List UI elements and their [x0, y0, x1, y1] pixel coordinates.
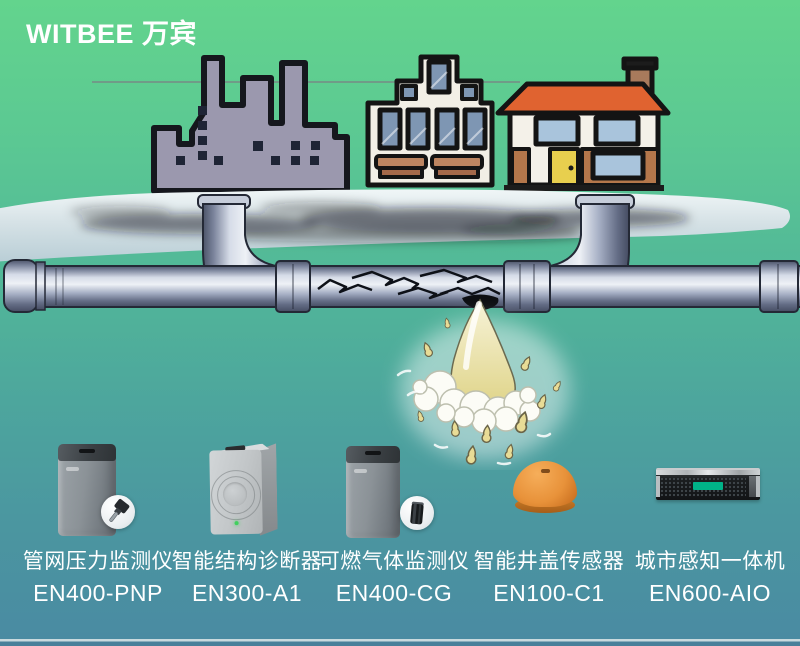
pipe-crack — [317, 268, 501, 300]
product-card-pressure-monitor: 管网压力监测仪 EN400-PNP — [18, 440, 178, 640]
device-body — [346, 454, 400, 538]
product-model: EN400-PNP — [33, 580, 163, 606]
storefront-building-icon — [365, 54, 495, 188]
buildings-illustration — [151, 54, 671, 194]
pressure-probe-icon — [109, 499, 130, 522]
product-card-manhole-sensor: 智能井盖传感器 EN100-C1 — [469, 440, 629, 640]
bottom-edge-strip — [0, 639, 800, 646]
product-model: EN400-CG — [335, 580, 453, 606]
product-card-gas-monitor: 可燃气体监测仪 EN400-CG — [314, 440, 474, 640]
gas-sensor-inset — [400, 496, 434, 530]
product-card-structure-diagnoser: 智能结构诊断器 EN300-A1 — [167, 440, 327, 640]
device-logo-mark — [354, 469, 367, 473]
slab-shadow-streaks — [70, 202, 690, 242]
manhole-cover-sensor-device — [513, 459, 577, 513]
leak-spray-illustration — [396, 298, 570, 466]
product-name: 城市感知一体机 — [634, 550, 786, 573]
dome-slot — [541, 469, 550, 473]
device-logo-mark — [66, 467, 79, 471]
foam-bubbles — [412, 370, 541, 434]
device-slot — [79, 449, 95, 453]
brand-logo: WITBEE 万宾 — [26, 19, 197, 49]
house-building-icon — [495, 56, 671, 191]
product-model: EN100-C1 — [493, 580, 605, 606]
window-glints — [381, 71, 484, 145]
pipe-collars — [275, 260, 799, 313]
product-card-city-aio: 城市感知一体机 EN600-AIO — [630, 440, 790, 640]
product-name: 管网压力监测仪 — [22, 550, 174, 573]
pipeline-illustration — [3, 194, 800, 313]
server-green-badge — [693, 482, 723, 490]
status-led — [234, 521, 239, 526]
gas-monitor-device — [346, 446, 400, 538]
pipe-bell-end — [3, 259, 64, 313]
server-right-ear — [756, 476, 760, 497]
gas-sensor-cylinder-icon — [410, 501, 424, 525]
rack-server-device — [656, 468, 760, 500]
splash-flecks — [396, 369, 552, 466]
factory-building-icon — [151, 55, 350, 194]
main-pipe — [5, 265, 800, 308]
product-name: 可燃气体监测仪 — [318, 550, 470, 573]
server-top-bezel — [656, 470, 760, 475]
server-side-column — [749, 476, 758, 497]
product-model: EN600-AIO — [648, 580, 772, 606]
factory-windows — [176, 106, 320, 165]
product-name: 智能井盖传感器 — [473, 550, 625, 573]
server-left-ear — [656, 476, 660, 497]
product-model: EN300-A1 — [191, 580, 303, 606]
device-slot — [365, 451, 381, 455]
dome-body — [513, 461, 577, 507]
structure-diagnoser-device — [209, 443, 279, 536]
pressure-probe-inset — [101, 495, 135, 529]
product-name: 智能结构诊断器 — [171, 550, 323, 573]
